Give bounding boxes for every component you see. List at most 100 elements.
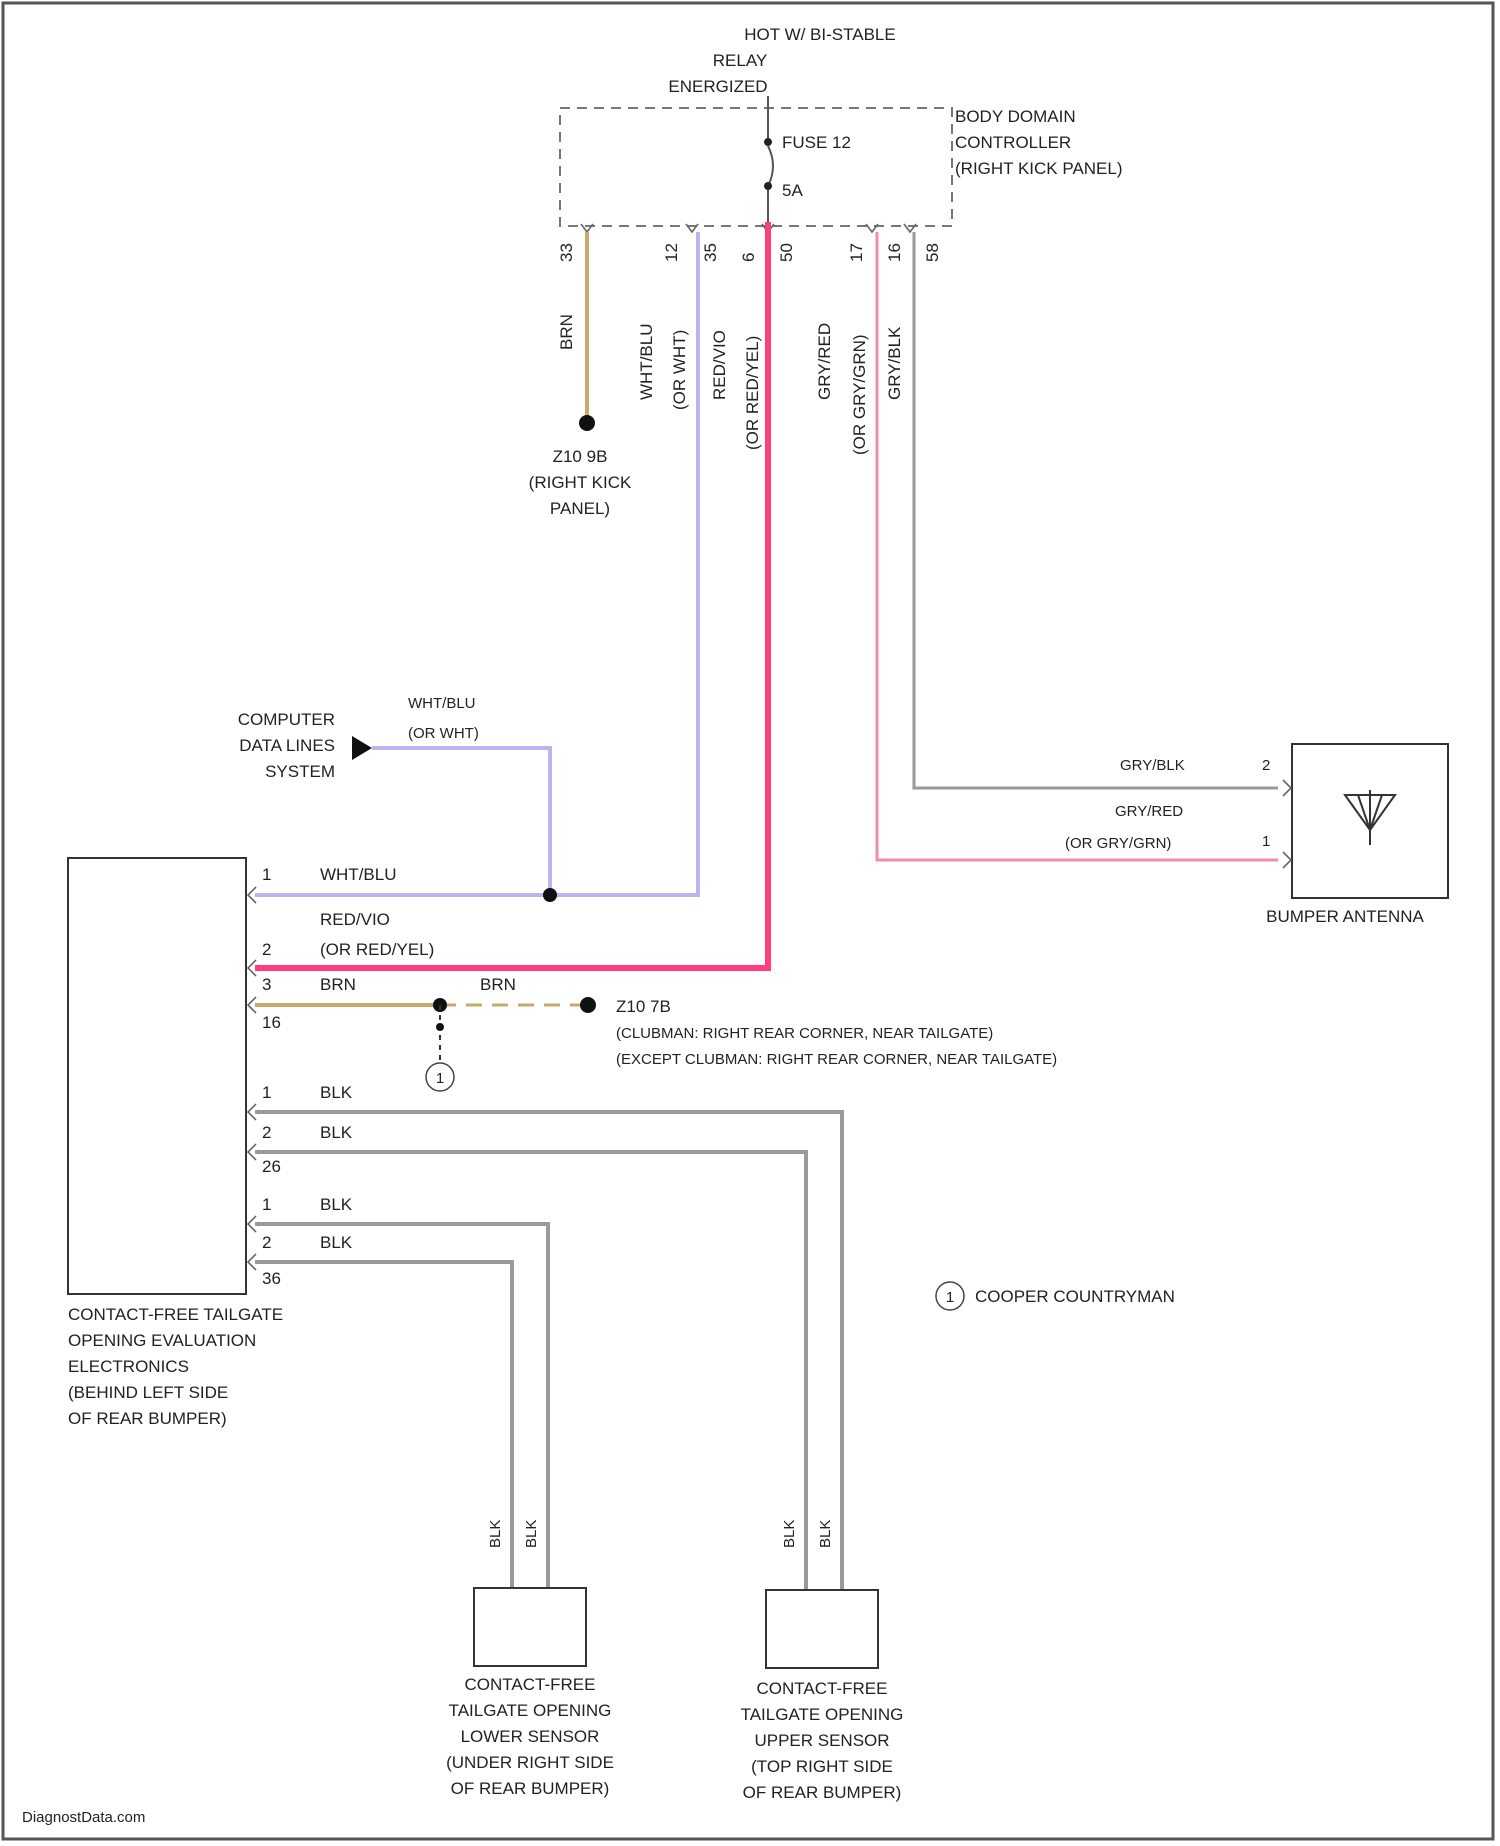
- antenna-caption: BUMPER ANTENNA: [1266, 907, 1424, 926]
- bdc-pin-58: 58: [923, 243, 942, 262]
- bdc-title-3: (RIGHT KICK PANEL): [955, 159, 1123, 178]
- antenna-connector-chevrons: [1283, 780, 1291, 868]
- ground2-line-2: (EXCEPT CLUBMAN: RIGHT REAR CORNER, NEAR…: [616, 1051, 1057, 1068]
- module-pin-3: 3: [262, 975, 271, 994]
- bdc-pin-numbers: 33 12 35 6 50 17 16 58: [557, 243, 942, 262]
- ground1-line-1: Z10 9B: [553, 447, 608, 466]
- watermark: DiagnostData.com: [22, 1809, 145, 1826]
- module-pin-26: 26: [262, 1157, 281, 1176]
- splice-wht-blu: [543, 888, 557, 902]
- module-wire-brn-2: BRN: [480, 975, 516, 994]
- upper-sensor-caption-5: OF REAR BUMPER): [743, 1783, 902, 1802]
- ground-branch-dot: [436, 1023, 444, 1031]
- module-pin-2a: 2: [262, 940, 271, 959]
- module-wire-blk-4: BLK: [320, 1233, 353, 1252]
- module-caption-1: CONTACT-FREE TAILGATE: [68, 1305, 283, 1324]
- upper-sensor-caption-2: TAILGATE OPENING: [741, 1705, 904, 1724]
- module-wire-blk-3: BLK: [320, 1195, 353, 1214]
- label-gry-blk: GRY/BLK: [885, 326, 904, 400]
- computer-line-3: SYSTEM: [265, 762, 335, 781]
- evaluation-electronics-box: [68, 858, 246, 1294]
- module-pin-1b: 1: [262, 1083, 271, 1102]
- fuse-amps: 5A: [782, 181, 803, 200]
- bdc-title-2: CONTROLLER: [955, 133, 1071, 152]
- computer-wire-label-1: WHT/BLU: [408, 695, 476, 712]
- wire-blk-lower-2: [255, 1262, 512, 1592]
- hot-line-3: ENERGIZED: [668, 77, 767, 96]
- fuse-icon: [768, 146, 773, 186]
- module-wire-brn: BRN: [320, 975, 356, 994]
- vertical-wire-labels: BRN WHT/BLU (OR WHT) RED/VIO (OR RED/YEL…: [557, 314, 904, 455]
- upper-sensor-caption-3: UPPER SENSOR: [754, 1731, 889, 1750]
- module-wire-blk-1: BLK: [320, 1083, 353, 1102]
- legend-symbol: 1: [946, 1289, 954, 1306]
- wire-red-vio: [255, 222, 768, 968]
- lower-sensor-box: [474, 1588, 586, 1666]
- computer-wire-label-2: (OR WHT): [408, 725, 479, 742]
- upper-sensor-wire-1: BLK: [781, 1520, 798, 1548]
- lower-sensor-wire-1: BLK: [487, 1520, 504, 1548]
- fuse-terminal-bottom: [764, 182, 772, 190]
- label-brn: BRN: [557, 314, 576, 350]
- bdc-pin-16: 16: [885, 243, 904, 262]
- bdc-pin-35: 35: [701, 243, 720, 262]
- module-caption-5: OF REAR BUMPER): [68, 1409, 227, 1428]
- label-or-wht: (OR WHT): [670, 330, 689, 410]
- label-or-gry-grn: (OR GRY/GRN): [850, 334, 869, 455]
- legend-text: COOPER COUNTRYMAN: [975, 1287, 1175, 1306]
- ground1-line-2: (RIGHT KICK: [529, 473, 632, 492]
- wire-gry-blk: [914, 232, 1278, 788]
- hot-line-1: HOT W/ BI-STABLE: [744, 25, 895, 44]
- computer-line-2: DATA LINES: [239, 736, 335, 755]
- module-caption-4: (BEHIND LEFT SIDE: [68, 1383, 228, 1402]
- antenna-pin-top: 2: [1262, 757, 1270, 774]
- computer-line-1: COMPUTER: [238, 710, 335, 729]
- module-wire-or-red-yel: (OR RED/YEL): [320, 940, 434, 959]
- wire-wht-blu-module: [255, 232, 698, 895]
- module-wire-blk-2: BLK: [320, 1123, 353, 1142]
- module-caption-2: OPENING EVALUATION: [68, 1331, 256, 1350]
- upper-sensor-box: [766, 1590, 878, 1668]
- bdc-pin-33: 33: [557, 243, 576, 262]
- module-wire-labels: WHT/BLU RED/VIO (OR RED/YEL) BRN BRN BLK…: [320, 865, 516, 1252]
- bdc-pin-12: 12: [662, 243, 681, 262]
- ground-splice-dot: [579, 415, 595, 431]
- bdc-box: [560, 108, 952, 226]
- lower-sensor-caption-1: CONTACT-FREE: [465, 1675, 596, 1694]
- module-wire-wht-blu: WHT/BLU: [320, 865, 397, 884]
- antenna-wire-bot-2: (OR GRY/GRN): [1065, 835, 1171, 852]
- ground2-line-1: (CLUBMAN: RIGHT REAR CORNER, NEAR TAILGA…: [616, 1025, 993, 1042]
- bdc-title-1: BODY DOMAIN: [955, 107, 1076, 126]
- label-red-vio: RED/VIO: [710, 330, 729, 400]
- module-caption-3: ELECTRONICS: [68, 1357, 189, 1376]
- lower-sensor-caption-5: OF REAR BUMPER): [451, 1779, 610, 1798]
- lower-sensor-caption-4: (UNDER RIGHT SIDE: [446, 1753, 614, 1772]
- label-wht-blu: WHT/BLU: [637, 324, 656, 401]
- lower-sensor-caption-3: LOWER SENSOR: [461, 1727, 600, 1746]
- arrow-to-data-lines-icon: [352, 736, 372, 760]
- wire-wht-blu-data-lines: [372, 748, 550, 895]
- module-wire-red-vio: RED/VIO: [320, 910, 390, 929]
- ground2-id: Z10 7B: [616, 997, 671, 1016]
- bdc-pin-6: 6: [739, 253, 758, 262]
- module-pin-36: 36: [262, 1269, 281, 1288]
- module-connector-chevrons: [248, 887, 256, 1270]
- ground1-line-3: PANEL): [550, 499, 610, 518]
- label-gry-red: GRY/RED: [815, 323, 834, 400]
- note-1-symbol: 1: [436, 1070, 444, 1087]
- fuse-terminal-top: [764, 138, 772, 146]
- upper-sensor-caption-4: (TOP RIGHT SIDE: [751, 1757, 893, 1776]
- hot-line-2: RELAY: [713, 51, 768, 70]
- antenna-pin-bot: 1: [1262, 833, 1270, 850]
- bdc-pin-17: 17: [847, 243, 866, 262]
- module-pin-1c: 1: [262, 1195, 271, 1214]
- label-or-red-yel: (OR RED/YEL): [743, 336, 762, 450]
- lower-sensor-caption-2: TAILGATE OPENING: [449, 1701, 612, 1720]
- ground-z10-7b-dot: [580, 997, 596, 1013]
- bdc-pin-50: 50: [777, 243, 796, 262]
- upper-sensor-wire-2: BLK: [817, 1520, 834, 1548]
- module-pin-16: 16: [262, 1013, 281, 1032]
- fuse-label: FUSE 12: [782, 133, 851, 152]
